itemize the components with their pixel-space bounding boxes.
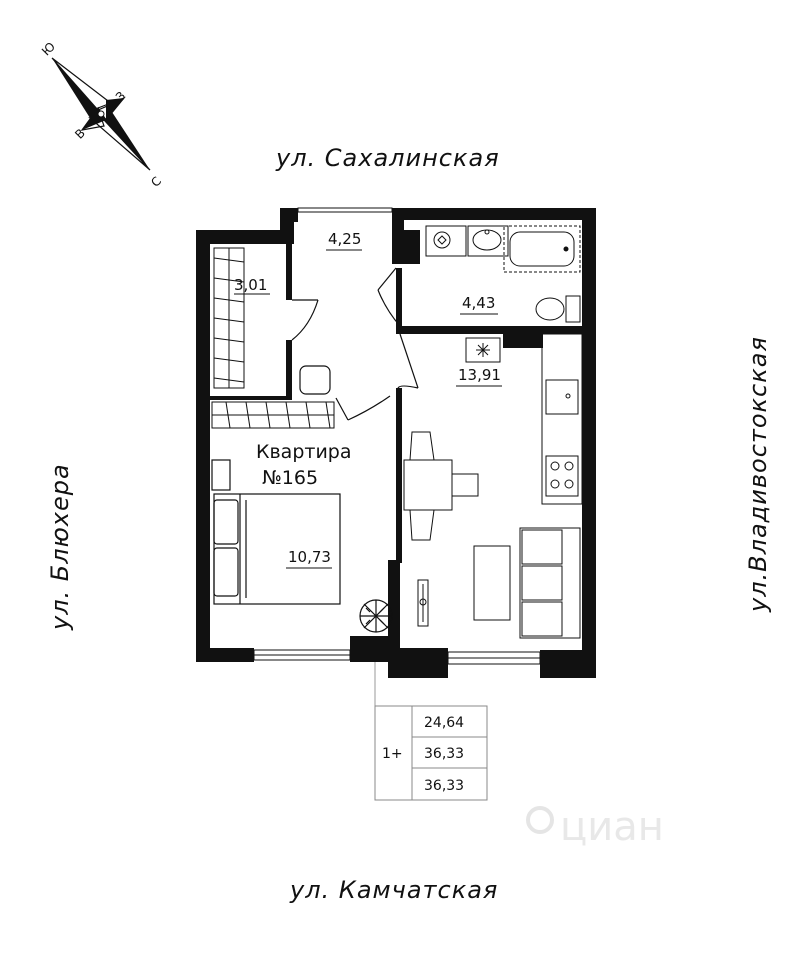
compass-north-label: С <box>148 174 164 190</box>
kitchen-fixtures <box>465 333 583 505</box>
hall-appliance-icon <box>299 365 331 395</box>
apartment-title-line2: №165 <box>262 467 318 489</box>
rooms-count: 1+ <box>382 746 403 762</box>
street-north-label: ул. Сахалинская <box>275 144 500 172</box>
room-area-closet: 3,01 <box>234 276 267 294</box>
total-area-value: 36,33 <box>424 746 464 762</box>
total-area-with-balcony-value: 36,33 <box>424 778 464 794</box>
watermark: циан <box>526 804 664 850</box>
dining-set <box>403 431 479 541</box>
area-summary-table: 1+ 24,64 36,33 36,33 <box>374 705 488 801</box>
sofa <box>473 527 581 639</box>
doors <box>291 267 419 421</box>
room-area-bedroom: 10,73 <box>288 548 331 566</box>
room-area-kitchen-living: 13,91 <box>458 366 501 384</box>
apartment-title-line1: Квартира <box>256 441 352 463</box>
street-west-label: ул. Блюхера <box>46 463 74 631</box>
outer-walls <box>196 208 596 678</box>
compass-south-label: Ю <box>39 39 58 58</box>
watermark-text: циан <box>560 804 664 850</box>
street-south-label: ул. Камчатская <box>289 876 498 904</box>
plant-icon <box>359 599 393 633</box>
bed <box>211 459 341 605</box>
living-area-value: 24,64 <box>424 715 464 731</box>
bathroom-fixtures <box>425 225 581 323</box>
inner-walls <box>210 244 582 563</box>
street-east-label: ул.Владивостокская <box>744 336 772 613</box>
compass-icon: Ю З В С <box>39 39 164 189</box>
room-area-bathroom: 4,43 <box>462 294 495 312</box>
room-area-hall: 4,25 <box>328 230 361 248</box>
standing-lamp-icon <box>417 579 429 627</box>
closet-shelves <box>211 247 335 429</box>
windows <box>253 207 541 665</box>
